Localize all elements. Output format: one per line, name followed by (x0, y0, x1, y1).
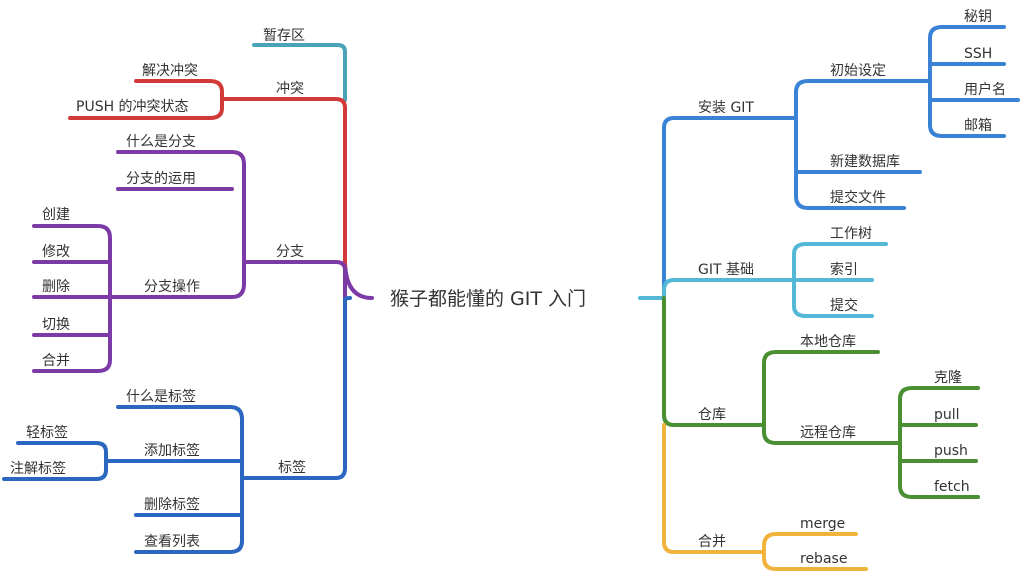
edge-repo-children (762, 350, 902, 445)
node-what-is-branch: 什么是分支 (126, 134, 196, 150)
node-install-git: 安装 GIT (698, 100, 754, 116)
edge-merge-children (762, 532, 868, 571)
node-local-repo: 本地仓库 (800, 334, 856, 350)
node-work-tree: 工作树 (830, 226, 872, 242)
edge-branch-trunk (244, 260, 347, 300)
node-fetch: fetch (934, 479, 970, 495)
node-secret-key: 秘钥 (964, 9, 992, 25)
edge-tag-trunk (240, 296, 352, 480)
node-resolve-conflict: 解决冲突 (142, 63, 198, 79)
node-branch-usage: 分支的运用 (126, 171, 196, 187)
edge-install-trunk (662, 116, 798, 300)
edge-basics-trunk (662, 278, 796, 300)
node-initial-setup: 初始设定 (830, 62, 886, 79)
left-branch: 暂存区 冲突 解决冲突 PUSH 的冲突状态 分支 什么是分支 分支的运用 分支… (10, 28, 306, 550)
edge-repo-remote-children (898, 386, 980, 499)
node-index: 索引 (830, 261, 858, 278)
node-rebase: rebase (800, 551, 847, 567)
node-annotated-tag: 注解标签 (10, 460, 66, 477)
node-branch-modify: 修改 (42, 244, 70, 260)
node-branch-delete: 删除 (42, 279, 70, 295)
node-merge-group: 合并 (698, 534, 726, 550)
edge-tag-add-children (2, 441, 114, 481)
node-username: 用户名 (964, 81, 1006, 98)
edge-tag-children (110, 405, 244, 554)
edge-repo-trunk (662, 296, 766, 427)
edge-install-children (794, 79, 932, 210)
edge-branch-op-children (32, 224, 114, 373)
node-push: push (934, 443, 968, 459)
node-branch-merge: 合并 (42, 353, 70, 369)
edge-basics-children (792, 242, 888, 318)
edge-merge-trunk (662, 423, 766, 554)
node-push-conflict: PUSH 的冲突状态 (76, 99, 189, 115)
node-new-repo: 新建数据库 (830, 154, 900, 170)
node-conflict: 冲突 (276, 81, 304, 97)
node-ssh: SSH (964, 46, 992, 62)
node-branch: 分支 (276, 244, 304, 260)
edge-branch-children (110, 150, 248, 299)
node-what-is-tag: 什么是标签 (126, 388, 196, 405)
node-remote-repo: 远程仓库 (800, 425, 856, 441)
node-pull: pull (934, 407, 960, 423)
root-node: 猴子都能懂的 GIT 入门 (390, 288, 586, 310)
node-repository: 仓库 (698, 407, 726, 423)
node-email: 邮箱 (964, 118, 992, 134)
node-branch-ops: 分支操作 (144, 279, 200, 295)
edge-install-setup-children (928, 25, 1020, 138)
node-commit-file: 提交文件 (830, 189, 886, 206)
node-clone: 克隆 (934, 370, 962, 386)
node-merge: merge (800, 516, 845, 532)
node-add-tag: 添加标签 (144, 442, 200, 459)
node-branch-create: 创建 (42, 207, 70, 223)
edge-stash (252, 43, 347, 102)
node-list-tags: 查看列表 (144, 534, 200, 550)
edges (2, 25, 1020, 571)
node-commit: 提交 (830, 297, 858, 314)
edge-root-left (343, 258, 374, 300)
node-light-tag: 轻标签 (26, 424, 68, 441)
node-delete-tag: 删除标签 (144, 496, 200, 513)
node-stash: 暂存区 (263, 28, 305, 44)
right-branch: 安装 GIT 初始设定 秘钥 SSH 用户名 邮箱 新建数据库 提交文件 GIT… (698, 9, 1006, 567)
node-git-basics: GIT 基础 (698, 261, 754, 278)
edge-conflict-children (68, 79, 264, 120)
node-branch-switch: 切换 (42, 316, 70, 333)
edge-conflict-trunk (260, 97, 347, 302)
node-tag: 标签 (278, 459, 306, 476)
